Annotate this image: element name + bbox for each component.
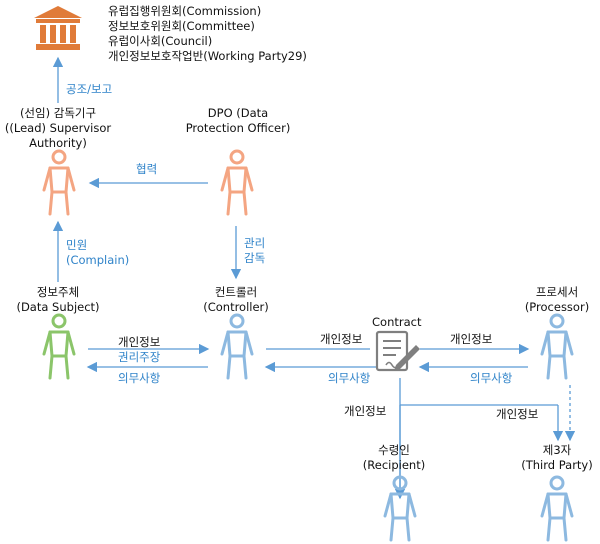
- edge-label-personal-info-recipient: 개인정보: [344, 404, 387, 418]
- subject-label-ko: 정보주체: [36, 285, 80, 299]
- institution-building-icon: [34, 6, 82, 50]
- edge-label-rights-claim: 권리주장: [118, 350, 161, 364]
- third-party-label-en: (Third Party): [521, 458, 593, 472]
- dpo-person-icon: [220, 149, 254, 216]
- controller-label-ko: 컨트롤러: [214, 285, 258, 299]
- edge-label-personal-info-controller: 개인정보: [320, 332, 363, 346]
- edge-label-personal-info-third-party: 개인정보: [496, 407, 539, 421]
- processor-label-ko: 프로세서: [535, 285, 579, 299]
- recipient-person-icon: [383, 475, 417, 542]
- supervisor-label-ko: (선임) 감독기구: [19, 106, 97, 120]
- edge-label-cooperation: 협력: [136, 162, 158, 176]
- controller-person-icon: [220, 313, 254, 380]
- edge-label-complaint-ko: 민원: [66, 238, 88, 252]
- supervisor-label-en2: Authority): [29, 136, 87, 150]
- edge-label-complaint-en: (Complain): [66, 253, 130, 267]
- supervisor-person-icon: [42, 149, 76, 216]
- dpo-label-1: DPO (Data: [207, 106, 269, 120]
- edge-label-obligations-subject: 의무사항: [118, 371, 161, 385]
- third-party-person-icon: [540, 475, 574, 542]
- controller-label-en: (Controller): [203, 300, 269, 314]
- processor-label-en: (Processor): [524, 300, 590, 314]
- dpo-label-2: Protection Officer): [185, 121, 291, 135]
- edge-label-manage-2: 감독: [244, 251, 266, 265]
- institution-council: 유럽이사회(Council): [108, 34, 213, 48]
- institution-working-party: 개인정보보호작업반(Working Party29): [108, 49, 307, 63]
- recipient-label-ko: 수령인: [378, 443, 410, 457]
- edge-label-obligations-controller: 의무사항: [328, 371, 371, 385]
- edge-label-obligations-processor: 의무사항: [470, 371, 513, 385]
- contract-label: Contract: [372, 315, 422, 329]
- processor-person-icon: [540, 313, 574, 380]
- recipient-label-en: (Recipient): [362, 458, 426, 472]
- edge-label-cooperation-report: 공조/보고: [66, 82, 113, 96]
- third-party-label-ko: 제3자: [542, 443, 572, 457]
- data-subject-person-icon: [42, 313, 76, 380]
- institution-commission: 유럽집행위원회(Commission): [108, 4, 262, 18]
- edge-label-manage-1: 관리: [244, 236, 266, 250]
- edge-label-personal-info-processor: 개인정보: [450, 332, 493, 346]
- subject-label-en: (Data Subject): [16, 300, 100, 314]
- contract-document-icon: [375, 330, 420, 372]
- edge-label-personal-info-subject: 개인정보: [118, 335, 161, 349]
- institution-committee: 정보보호위원회(Committee): [108, 19, 255, 33]
- supervisor-label-en1: ((Lead) Supervisor: [4, 121, 112, 135]
